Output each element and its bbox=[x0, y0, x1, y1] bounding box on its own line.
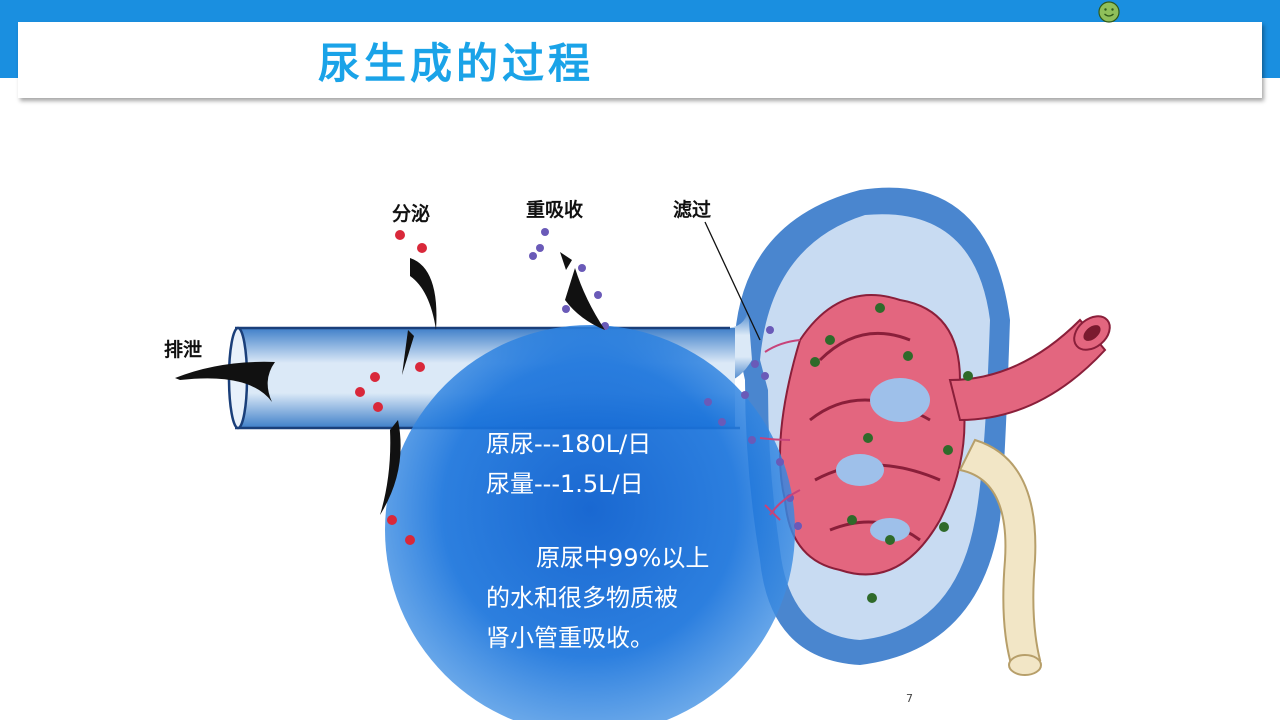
callout-paragraph-line2: 的水和很多物质被 bbox=[486, 584, 678, 612]
title-bar bbox=[18, 22, 1262, 98]
callout-paragraph-line3: 肾小管重吸收。 bbox=[486, 624, 654, 652]
page-title: 尿生成的过程 bbox=[318, 39, 595, 88]
label-secretion: 分泌 bbox=[392, 203, 431, 225]
molecule-dots bbox=[355, 228, 802, 545]
callout-line-primary-urine: 原尿---180L/日 bbox=[486, 430, 652, 458]
callout-circle bbox=[385, 325, 795, 720]
callout-line-urine-volume: 尿量---1.5L/日 bbox=[486, 470, 644, 498]
efferent-opening bbox=[1008, 654, 1042, 676]
page-number: 7 bbox=[906, 692, 913, 705]
label-filtration: 滤过 bbox=[673, 199, 712, 221]
label-excretion: 排泄 bbox=[164, 339, 203, 361]
callout-paragraph-line1: 原尿中99%以上 bbox=[536, 544, 710, 572]
filtration-arrows bbox=[759, 339, 801, 521]
black-arrows bbox=[175, 252, 605, 515]
smiley-icon bbox=[1098, 1, 1120, 23]
label-reabsorption: 重吸收 bbox=[526, 199, 584, 221]
glomerulus bbox=[779, 294, 1111, 603]
filtration-leader bbox=[704, 221, 761, 341]
